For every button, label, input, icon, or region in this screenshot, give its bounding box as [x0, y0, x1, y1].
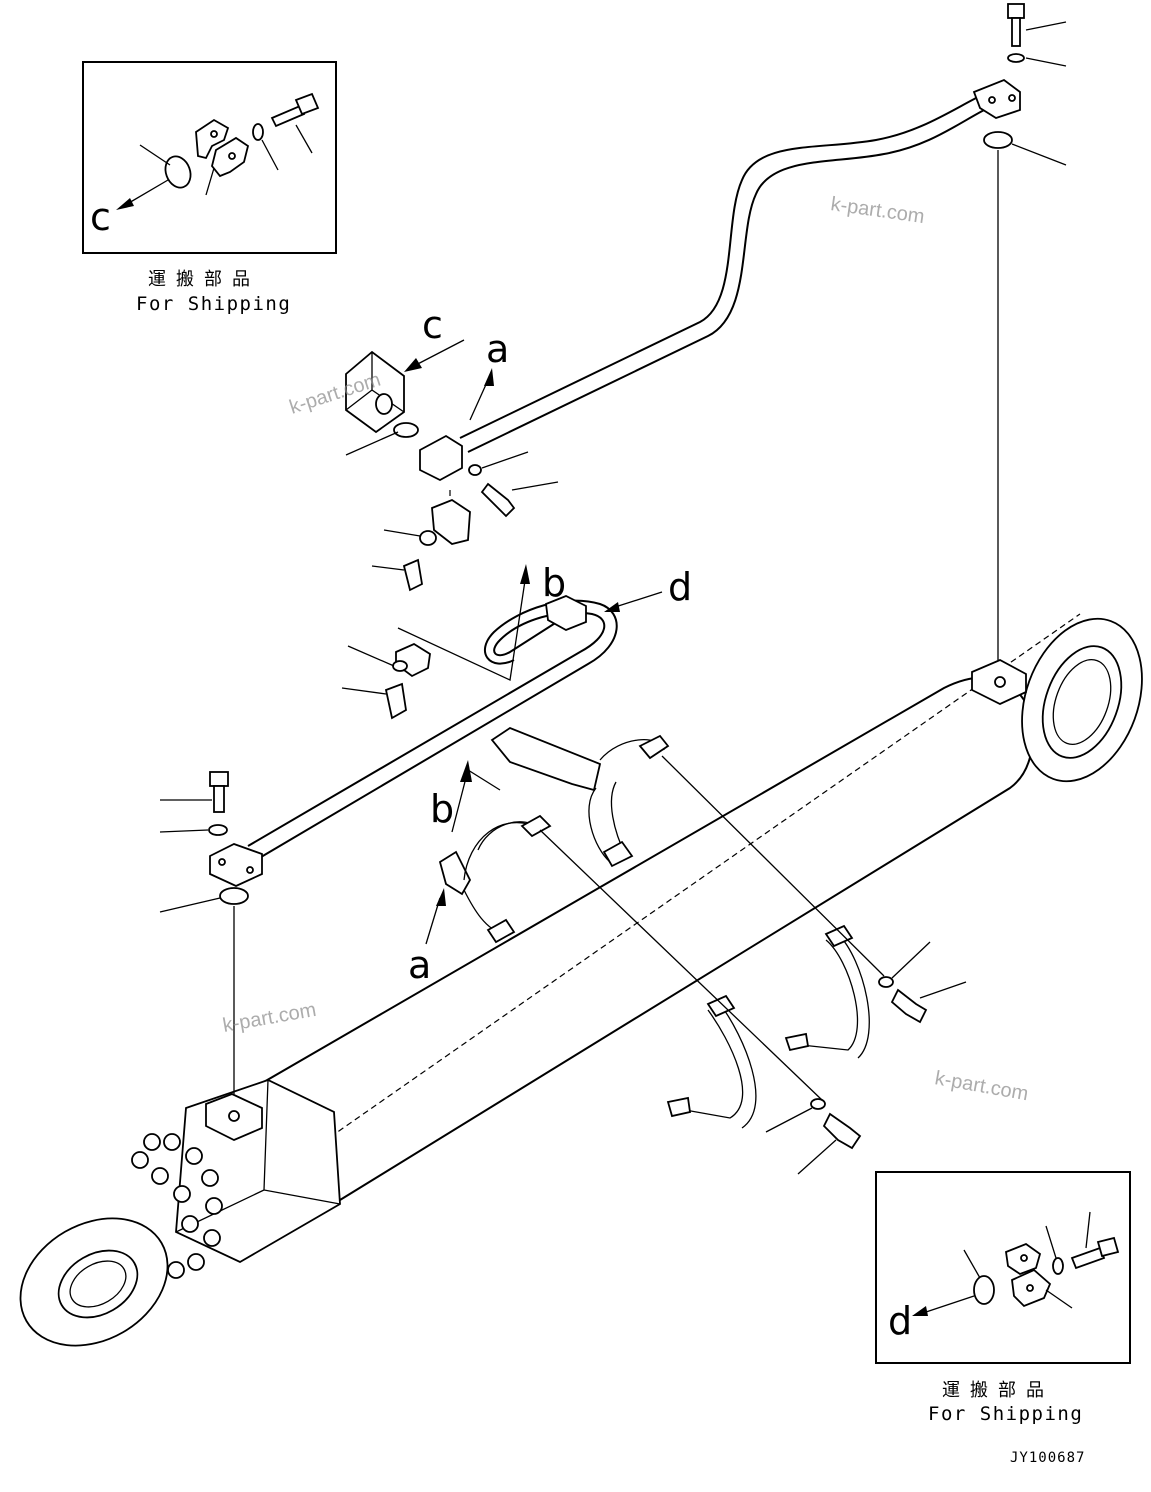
oring-icon — [164, 155, 192, 189]
block-c — [345, 350, 405, 434]
washer-icon — [252, 123, 264, 141]
inset-bottom-jp-caption: 運搬部品 — [942, 1380, 1054, 1401]
inset-bottom-en-caption: For Shipping — [928, 1403, 1083, 1425]
top-bolt-group — [983, 3, 1067, 166]
inset-top-en-caption: For Shipping — [136, 293, 291, 315]
shipping-inset-bottom-right: d — [875, 1171, 1131, 1364]
label-c-inset: c — [90, 195, 111, 239]
band-clamp-right — [784, 924, 870, 1059]
label-b-upper: b — [542, 561, 566, 605]
head-bolts — [131, 1133, 223, 1279]
bolt-icon — [270, 92, 320, 128]
band-clamp-left — [666, 994, 757, 1129]
hydraulic-cylinder — [19, 150, 1143, 1347]
middle-hydraulic-pipe — [209, 595, 618, 887]
bracket-lower — [438, 814, 552, 944]
shipping-inset-top-left: c — [82, 61, 337, 254]
drawing-code: JY100687 — [1010, 1450, 1085, 1466]
upper-hydraulic-pipe — [419, 78, 1021, 482]
label-d-inset: d — [888, 1299, 912, 1343]
label-b-lower: b — [430, 787, 454, 831]
label-c-main: c — [422, 303, 443, 347]
label-a-lower: a — [408, 943, 431, 987]
inset-top-jp-caption: 運搬部品 — [148, 269, 260, 290]
label-a-upper: a — [486, 327, 509, 371]
split-flange-icon — [195, 118, 230, 160]
bracket-upper — [490, 726, 670, 868]
watermark: k-part.com — [221, 999, 318, 1037]
label-d-upper: d — [668, 565, 692, 609]
oring-icon-top — [983, 131, 1013, 149]
watermark: k-part.com — [829, 193, 926, 228]
watermark: k-part.com — [933, 1067, 1030, 1105]
